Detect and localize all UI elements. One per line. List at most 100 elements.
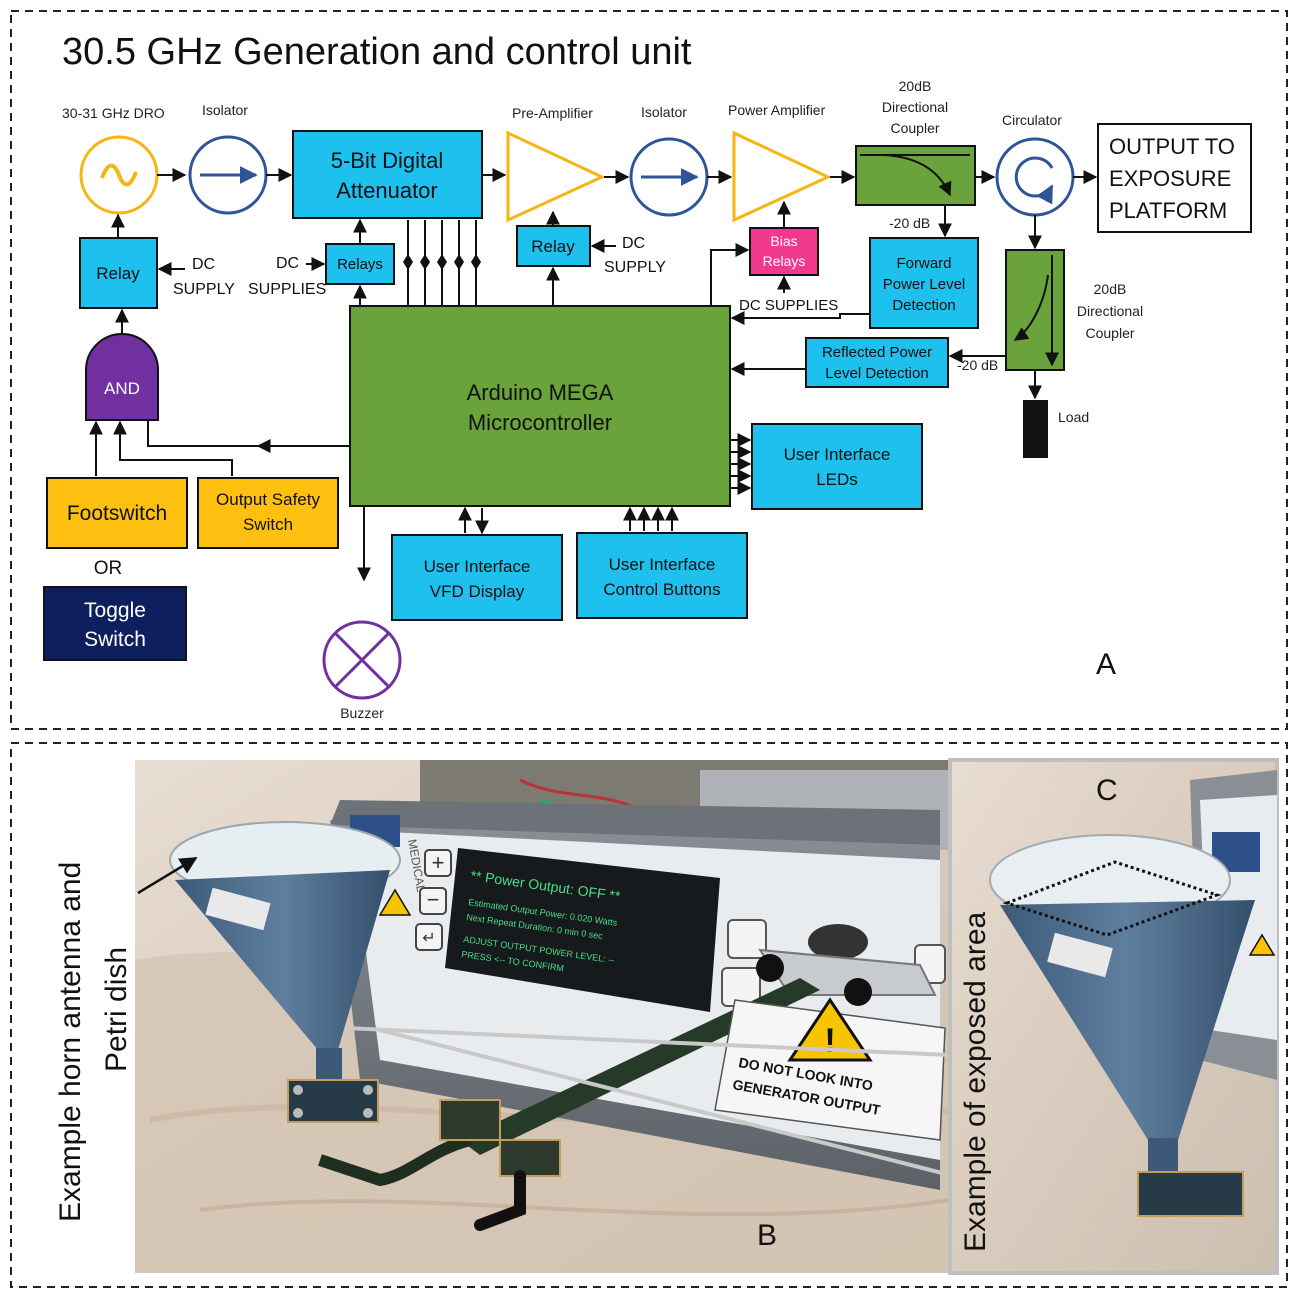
coupler1-line2: Directional	[882, 99, 948, 115]
fwd-line3: Detection	[892, 297, 955, 314]
warning-label	[714, 999, 946, 1141]
vfd-line1: User Interface	[424, 557, 531, 576]
panel-a: 30.5 GHz Generation and control unit A 3…	[10, 10, 1288, 730]
arduino-mega-microcontroller	[349, 305, 731, 507]
buttons-line1: User Interface	[609, 555, 716, 574]
dc-supplies-line2: SUPPLIES	[248, 281, 326, 298]
or-label: OR	[94, 558, 123, 579]
bias-relays-line1: Bias	[770, 233, 797, 249]
vfd-screen	[445, 848, 720, 1012]
ui-leds-line2: LEDs	[816, 470, 858, 489]
mcu-line1: Arduino MEGA	[467, 380, 614, 405]
panel-b-caption-line2: Petri dish	[100, 947, 133, 1072]
dc-supply1-line2: SUPPLY	[173, 281, 235, 298]
isolator1-label: Isolator	[202, 102, 248, 118]
output-port	[808, 924, 868, 960]
relay-dro-label: Relay	[96, 264, 140, 283]
preamp-label: Pre-Amplifier	[512, 105, 593, 121]
footswitch	[46, 477, 188, 549]
relays-attenuator	[325, 243, 395, 285]
dc-supplies-line1: DC	[276, 255, 299, 272]
toggle-line2: Switch	[84, 628, 146, 651]
panel-a-border	[10, 10, 1288, 730]
panel-bc-border	[10, 742, 1288, 1288]
load	[1023, 400, 1048, 458]
warning-small-icon	[378, 888, 412, 916]
pointer-arrow	[137, 856, 198, 895]
attenuator-line2: Attenuator	[336, 178, 438, 203]
power-amplifier	[732, 130, 832, 223]
svg-text:↵: ↵	[422, 930, 435, 947]
warning-triangle-icon	[787, 997, 873, 1062]
coupler2-line1: 20dB	[1094, 281, 1127, 297]
buzzer-label: Buzzer	[340, 705, 384, 721]
toggle-switch	[43, 586, 187, 661]
ui-control-buttons	[576, 532, 748, 619]
relay-preamp-label: Relay	[531, 237, 575, 256]
minus-button	[419, 887, 447, 915]
relay-preamp	[516, 225, 591, 267]
dc-supply2-line2: SUPPLY	[604, 259, 666, 276]
plus-button	[424, 849, 452, 877]
ui-vfd-display	[391, 534, 563, 621]
coupler1-line3: Coupler	[890, 120, 939, 136]
dro-label: 30-31 GHz DRO	[62, 105, 165, 121]
load-label: Load	[1058, 409, 1089, 425]
circulator-label: Circulator	[1002, 112, 1062, 128]
output-line1: OUTPUT TO	[1109, 134, 1235, 159]
coupler1-line1: 20dB	[899, 78, 932, 94]
output-safety-switch	[197, 477, 339, 549]
mcu-line2: Microcontroller	[468, 410, 612, 435]
photo-b: MEDICAL + − ↵ ** Power Output: OFF ** Es…	[135, 760, 951, 1273]
directional-coupler-2	[1005, 249, 1065, 371]
relays-attenuator-label: Relays	[337, 256, 383, 273]
panel-a-title: 30.5 GHz Generation and control unit	[62, 31, 692, 73]
enter-button	[415, 923, 443, 951]
dc-supply2-line1: DC	[622, 235, 645, 252]
and-gate	[85, 333, 159, 421]
coupler2-line2: Directional	[1077, 303, 1143, 319]
and-label: AND	[104, 379, 140, 398]
svg-text:+: +	[432, 850, 445, 875]
circulator	[995, 137, 1075, 217]
panel-icon-button-1	[727, 919, 767, 959]
panel-bc: Example horn antenna and Petri dish MEDI…	[10, 742, 1288, 1288]
ui-leds	[751, 423, 923, 510]
circulator-arrow-icon	[1014, 156, 1054, 205]
output-line3: PLATFORM	[1109, 198, 1227, 223]
safety-line1: Output Safety	[216, 490, 320, 509]
vfd-line2: VFD Display	[430, 582, 525, 601]
fwd-line2: Power Level	[883, 276, 966, 293]
svg-text:!: !	[824, 1022, 835, 1060]
panel-c-letter: C	[1096, 774, 1118, 807]
isolator2-label: Isolator	[641, 104, 687, 120]
panel-b-letter: B	[757, 1219, 777, 1252]
panel-c-caption: Example of exposed area	[959, 911, 992, 1252]
output-line2: EXPOSURE	[1109, 166, 1231, 191]
minus20db-fwd: -20 dB	[889, 215, 930, 231]
refl-line1: Reflected Power	[822, 344, 932, 361]
minus20db-ref: -20 dB	[957, 357, 998, 373]
fwd-line1: Forward	[896, 255, 951, 272]
digital-attenuator	[292, 130, 483, 219]
waveguide	[460, 978, 820, 1155]
forward-power-detection	[869, 237, 979, 329]
footswitch-label: Footswitch	[67, 502, 167, 525]
bias-relays	[749, 227, 819, 276]
exposed-area-outline	[1002, 860, 1222, 937]
dc-supplies-bias: DC SUPPLIES	[739, 297, 838, 314]
refl-line2: Level Detection	[825, 365, 928, 382]
toggle-line1: Toggle	[84, 599, 146, 622]
buttons-line2: Control Buttons	[603, 580, 720, 599]
poweramp-label: Power Amplifier	[728, 102, 826, 118]
panel-b-caption-line1: Example horn antenna and	[54, 862, 87, 1222]
coupler2-line3: Coupler	[1085, 325, 1134, 341]
svg-text:−: −	[427, 887, 440, 912]
relay-dro	[79, 237, 158, 309]
bias-relays-line2: Relays	[763, 253, 806, 269]
dc-supply1-line1: DC	[192, 256, 215, 273]
pre-amplifier	[506, 130, 606, 223]
sine-icon	[100, 163, 138, 187]
photo-c	[948, 758, 1279, 1275]
